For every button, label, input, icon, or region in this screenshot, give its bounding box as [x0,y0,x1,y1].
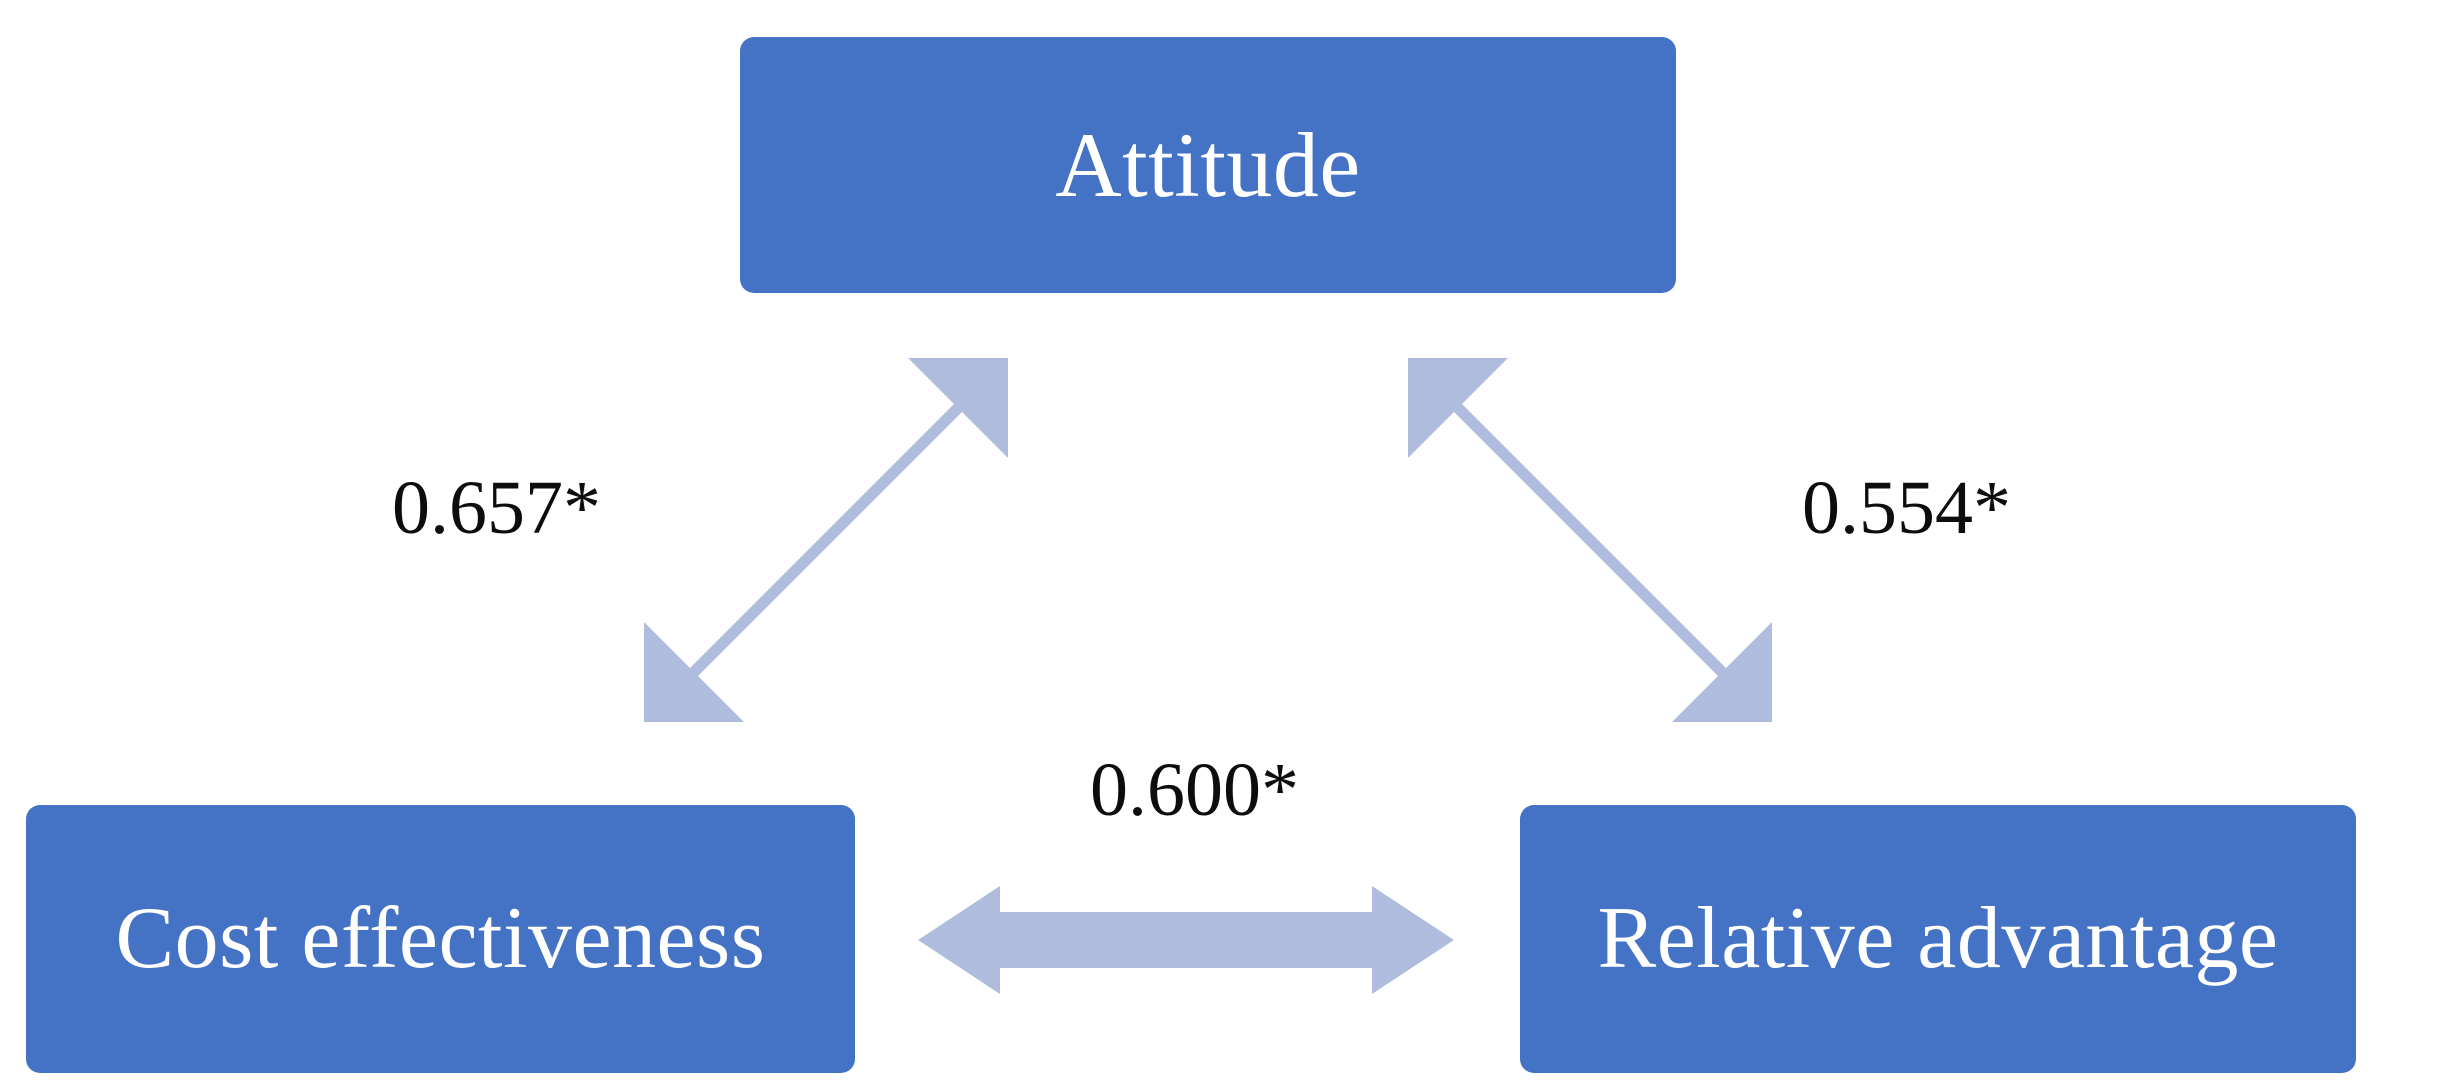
node-attitude[interactable]: Attitude [740,37,1676,293]
edge-label-attitude-to-relative: 0.554* [1802,466,2011,550]
edge-label-cost-to-relative: 0.600* [1090,748,1299,832]
node-relative-advantage-label: Relative advantage [1597,890,2279,987]
arrow-attitude-to-relative [1408,358,1772,722]
arrow-cost-to-attitude [644,358,1008,722]
node-attitude-label: Attitude [1055,114,1361,216]
node-cost-effectiveness[interactable]: Cost effectiveness [26,805,855,1073]
node-relative-advantage[interactable]: Relative advantage [1520,805,2356,1073]
node-cost-effectiveness-label: Cost effectiveness [115,890,766,987]
arrow-cost-to-relative [918,886,1454,994]
edge-label-cost-to-attitude: 0.657* [392,466,601,550]
